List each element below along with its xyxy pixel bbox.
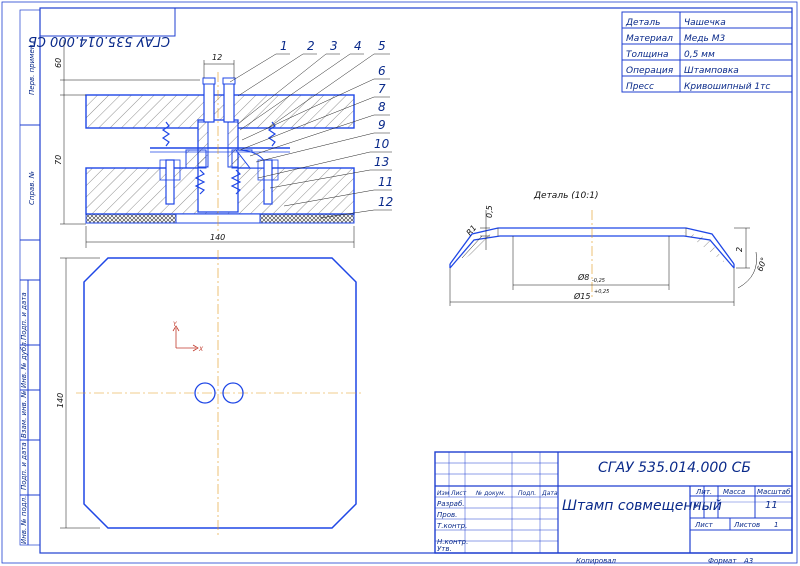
title-role: Т.контр.: [437, 522, 467, 530]
title-role: Утв.: [437, 545, 452, 553]
callout-12: 12: [378, 195, 393, 209]
mass-header: Масса: [723, 488, 745, 496]
detail-dim-inner-tol: -0,25: [592, 278, 605, 284]
margin-label: Подп. и дата: [20, 292, 28, 340]
detail-dim-angle: 60°: [755, 256, 768, 272]
title-role: Пров.: [437, 511, 457, 519]
spec-value: 0,5 мм: [684, 50, 715, 60]
title-col-header: № докум.: [475, 490, 506, 497]
plan-hole-left: [194, 382, 216, 404]
plan-view: Y X 140: [56, 250, 364, 536]
callout-6: 6: [378, 64, 386, 78]
axis-x-label: X: [198, 346, 204, 353]
lit-header: Лит.: [695, 488, 712, 496]
axis-triad: [172, 325, 199, 352]
spec-value: Медь М3: [684, 34, 725, 44]
detail-dim-outer-tol: +0,25: [594, 289, 609, 295]
footer-copied: Копировал: [576, 557, 617, 565]
callout-11: 11: [378, 175, 393, 189]
base-bar-left: [85, 213, 177, 224]
dim-top: 12: [212, 53, 222, 62]
callout-3: 3: [330, 39, 338, 53]
footer-format-label: Формат: [708, 557, 737, 565]
spec-value: Штамповка: [684, 66, 739, 76]
footer-format-value: А3: [743, 557, 753, 565]
dim-left-top: 60: [54, 58, 63, 68]
spec-label: Операция: [626, 66, 674, 76]
callout-9: 9: [378, 118, 386, 132]
axis-y-label: Y: [173, 321, 178, 328]
sheets-value: 1: [774, 521, 778, 529]
sheets-label: Листов: [733, 521, 760, 529]
spec-label: Материал: [626, 34, 673, 44]
plan-dim-left: 140: [56, 393, 65, 408]
detail-view: Деталь (10:1) 0,5 R1 2 60°: [449, 191, 769, 306]
title-col-header: Подп.: [518, 490, 536, 497]
spec-label: Толщина: [626, 50, 668, 60]
scale-header: Масштаб: [757, 488, 791, 496]
detail-dim-inner: Ø8: [577, 272, 589, 282]
section-view: 1 2 3 4 5 6 7 8 9 10 13 11 12: [54, 39, 393, 248]
title-role: Разраб.: [437, 500, 465, 508]
scale-value: 11: [765, 500, 778, 511]
detail-dim-thickness: 0,5: [485, 205, 494, 218]
margin-label: Инв. № подл.: [20, 496, 28, 544]
title-role: Н.контр.: [437, 538, 468, 546]
title-designation: СГАУ 535.014.000 СБ: [598, 460, 751, 476]
detail-dim-radius: R1: [465, 223, 479, 237]
margin-label: Подп. и дата: [20, 442, 28, 490]
spec-value: Кривошипный 1тс: [684, 82, 770, 92]
callout-4: 4: [354, 39, 362, 53]
spec-label: Пресс: [626, 82, 654, 92]
callout-1: 1: [280, 39, 288, 53]
left-margin-strip: Перв. примен. Справ. № Подп. и дата Инв.…: [19, 9, 41, 546]
sheet-label: Лист: [694, 521, 714, 529]
detail-title: Деталь (10:1): [533, 191, 598, 201]
callout-7: 7: [378, 82, 386, 96]
lit-value: У: [694, 501, 700, 510]
spec-table: Деталь Чашечка Материал Медь М3 Толщина …: [621, 11, 793, 93]
spec-value: Чашечка: [684, 18, 726, 28]
title-block: Изм Лист № докум. Подп. Дата Разраб. Про…: [434, 451, 793, 554]
callout-5: 5: [378, 39, 386, 53]
title-col-header: Лист: [450, 490, 467, 497]
margin-label: Взам. инв. №: [20, 390, 28, 438]
callout-10: 10: [374, 137, 390, 151]
mirror-designation: СГАУ 535.014.000 СБ: [28, 33, 170, 48]
dim-bottom: 140: [210, 233, 225, 242]
detail-dim-outer: Ø15: [573, 291, 590, 301]
base-bar-right: [259, 213, 355, 224]
margin-label: Перв. примен.: [28, 42, 36, 95]
mirror-designation-box: СГАУ 535.014.000 СБ: [28, 7, 176, 48]
margin-label: Инв. № дубл.: [20, 340, 28, 388]
callout-2: 2: [307, 39, 315, 53]
plan-hole-right: [222, 382, 244, 404]
dim-left-mid: 70: [54, 155, 63, 165]
margin-label: Справ. №: [28, 171, 36, 205]
callout-13: 13: [374, 155, 389, 169]
plan-outline: [83, 257, 357, 529]
detail-dim-height: 2: [735, 247, 744, 252]
title-col-header: Дата: [541, 490, 558, 497]
spec-label: Деталь: [625, 18, 660, 28]
title-name: Штамп совмещенный: [562, 498, 722, 514]
callout-8: 8: [378, 100, 386, 114]
title-col-header: Изм: [437, 490, 450, 497]
